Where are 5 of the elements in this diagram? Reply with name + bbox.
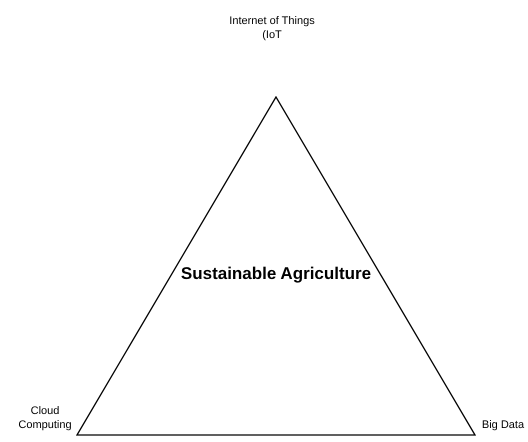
vertex-label: Big Data bbox=[480, 418, 526, 432]
triangle-shape bbox=[76, 96, 476, 436]
vertex-label: Cloud Computing bbox=[18, 404, 72, 432]
center-title: Sustainable Agriculture bbox=[180, 264, 372, 284]
vertex-label: Internet of Things (IoT bbox=[228, 14, 316, 42]
